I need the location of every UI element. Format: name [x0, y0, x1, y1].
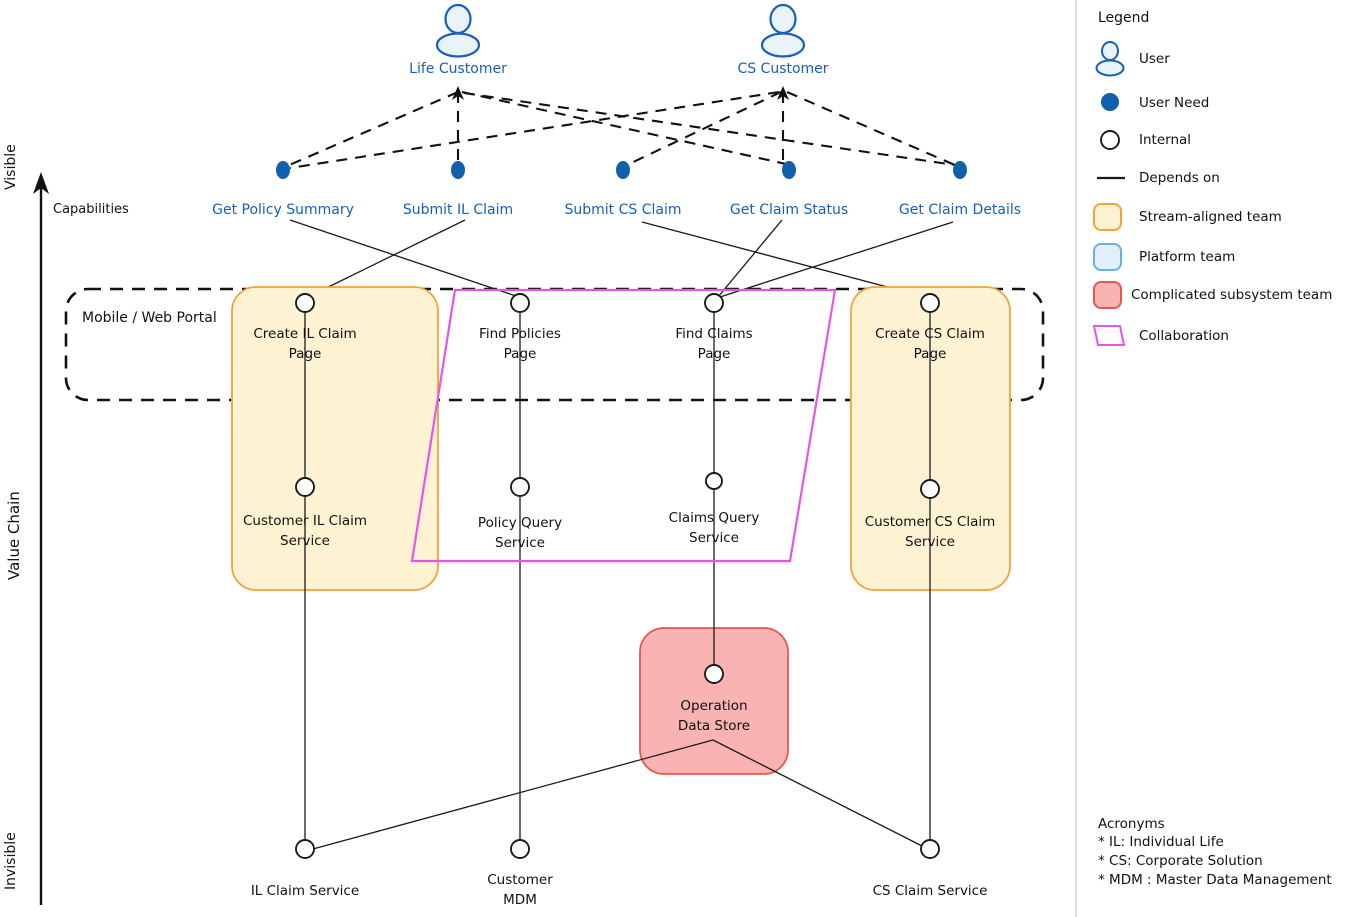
axis-label-visible: Visible — [3, 144, 19, 190]
link-get-policy-summary — [289, 219, 517, 297]
page-label-create-il-claim-page[interactable]: Create IL Claim Page — [253, 326, 357, 362]
page-label-create-cs-claim-page[interactable]: Create CS Claim Page — [875, 326, 985, 362]
il-stream-aligned-team[interactable] — [231, 286, 439, 591]
legend-label-platform-team: Platform team — [1139, 249, 1236, 265]
need-dot-submit-il-claim — [451, 161, 465, 179]
node-customer-il-claim-service — [295, 477, 315, 497]
legend-title: Legend — [1098, 10, 1150, 26]
page-label-find-policies-page[interactable]: Find Policies Page — [479, 326, 561, 362]
internal-node-circles[interactable] — [295, 293, 940, 859]
legend-hollow-circle-icon — [1100, 130, 1120, 150]
link-submit-cs-claim — [641, 221, 926, 298]
collaboration-boundary[interactable] — [410, 288, 837, 563]
mobile-web-portal-label: Mobile / Web Portal — [82, 310, 217, 326]
service-label-policy-query-service[interactable]: Policy Query Service — [477, 515, 563, 551]
backend-label-il-claim-service[interactable]: IL Claim Service — [250, 883, 360, 899]
user-need-links — [286, 90, 958, 170]
acronym-line-mdm: * MDM : Master Data Management — [1098, 872, 1332, 888]
link-get-claim-details — [719, 221, 954, 298]
node-create-cs-claim-page — [920, 293, 940, 313]
user-icon-cs-customer[interactable] — [760, 3, 806, 58]
capability-label-get-claim-status[interactable]: Get Claim Status — [729, 202, 849, 218]
node-claims-query-service — [705, 472, 723, 490]
capabilities-label: Capabilities — [53, 202, 129, 217]
link-ods-cs-claim-service — [712, 739, 925, 848]
capability-label-get-claim-details[interactable]: Get Claim Details — [898, 202, 1022, 218]
need-dot-submit-cs-claim — [616, 161, 630, 179]
axis-label-invisible: Invisible — [3, 832, 19, 890]
user-arrowheads — [452, 86, 789, 100]
node-create-il-claim-page — [295, 293, 315, 313]
legend-platform-icon — [1093, 243, 1122, 271]
legend-label-user-need: User Need — [1139, 95, 1210, 111]
capability-label-submit-il-claim[interactable]: Submit IL Claim — [402, 202, 514, 218]
legend-label-depends-on: Depends on — [1139, 170, 1220, 186]
link-ods-il-claim-service — [312, 739, 714, 850]
node-customer-mdm — [510, 839, 530, 859]
legend-user-icon — [1095, 41, 1125, 77]
need-dot-get-claim-details — [953, 161, 967, 179]
node-policy-query-service — [510, 477, 530, 497]
need-dot-get-policy-summary — [276, 161, 290, 179]
node-find-claims-page — [704, 293, 724, 313]
axis-group — [33, 172, 49, 905]
backend-label-customer-mdm[interactable]: Customer MDM — [487, 872, 553, 908]
service-label-customer-cs-claim-service[interactable]: Customer CS Claim Service — [864, 514, 996, 550]
node-find-policies-page — [510, 293, 530, 313]
user-label-cs-customer: CS Customer — [737, 61, 829, 77]
capability-label-get-policy-summary[interactable]: Get Policy Summary — [212, 202, 354, 218]
legend-label-complicated-subsystem-team: Complicated subsystem team — [1131, 287, 1333, 303]
datastore-label-operation-data-store[interactable]: Operation Data Store — [677, 698, 751, 734]
service-backend-links — [304, 490, 931, 850]
page-label-find-claims-page[interactable]: Find Claims Page — [675, 326, 753, 362]
node-il-claim-service — [295, 839, 315, 859]
legend-stream-aligned-icon — [1093, 203, 1122, 231]
acronyms-title: Acronyms — [1098, 816, 1165, 832]
need-dot-get-claim-status — [782, 161, 796, 179]
user-need-dots[interactable] — [276, 161, 967, 179]
backend-label-cs-claim-service[interactable]: CS Claim Service — [872, 883, 988, 899]
legend-label-internal: Internal — [1139, 132, 1192, 148]
node-cs-claim-service — [920, 839, 940, 859]
user-icon-life-customer[interactable] — [435, 3, 481, 58]
axis-label-value-chain: Value Chain — [5, 491, 23, 580]
service-label-claims-query-service[interactable]: Claims Query Service — [668, 510, 760, 546]
link-submit-il-claim — [309, 219, 466, 297]
acronym-line-il: * IL: Individual Life — [1098, 834, 1224, 850]
acronym-line-cs: * CS: Corporate Solution — [1098, 853, 1263, 869]
page-service-links — [304, 313, 931, 480]
node-operation-data-store — [704, 664, 724, 684]
capability-label-submit-cs-claim[interactable]: Submit CS Claim — [564, 202, 682, 218]
legend-label-collaboration: Collaboration — [1139, 328, 1229, 344]
user-label-life-customer: Life Customer — [409, 61, 507, 77]
capability-links — [289, 219, 954, 298]
legend-complicated-subsystem-icon — [1093, 281, 1122, 309]
legend-label-stream-aligned-team: Stream-aligned team — [1139, 209, 1282, 225]
legend-label-user: User — [1139, 51, 1170, 67]
node-customer-cs-claim-service — [920, 479, 940, 499]
link-get-claim-status — [717, 219, 783, 298]
legend-filled-circle-icon — [1101, 93, 1119, 111]
legend-collaboration-icon — [1092, 325, 1126, 346]
service-label-customer-il-claim-service[interactable]: Customer IL Claim Service — [242, 513, 368, 549]
